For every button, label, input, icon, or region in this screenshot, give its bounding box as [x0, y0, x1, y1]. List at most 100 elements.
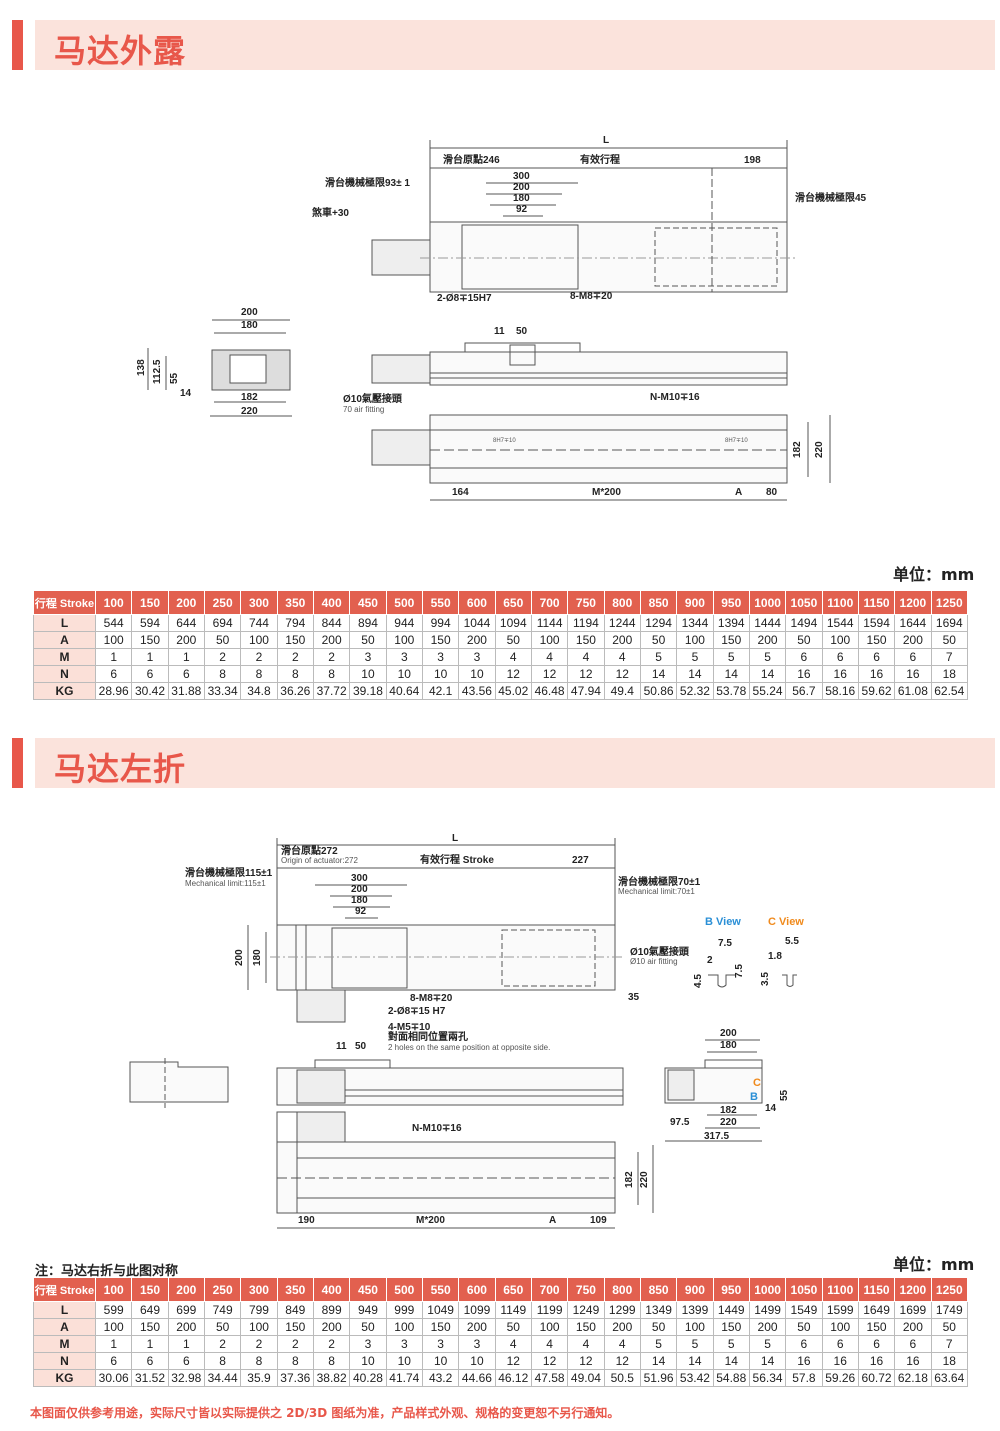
table-cell: 2 [276, 648, 314, 666]
column-header: 100 [94, 1277, 133, 1302]
column-header: 450 [349, 590, 387, 615]
table-cell: 100 [94, 631, 133, 649]
table-cell: 50.5 [603, 1369, 641, 1387]
end-200: 200 [720, 1028, 737, 1039]
column-header: 150 [131, 1277, 169, 1302]
table-cell: 3 [421, 648, 460, 666]
table-cell: 12 [530, 665, 569, 683]
table-cell: 6 [131, 665, 169, 683]
table-cell: 40.64 [385, 682, 423, 700]
table-cell: 1194 [567, 614, 605, 632]
table-cell: 200 [312, 631, 351, 649]
table-cell: 62.54 [930, 682, 969, 700]
table-cell: 1594 [857, 614, 896, 632]
table-cell: 2 [312, 1335, 351, 1353]
table-cell: 8 [240, 665, 278, 683]
table-cell: 8 [312, 665, 351, 683]
table-cell: 18 [930, 1352, 969, 1370]
table-cell: 3 [458, 1335, 496, 1353]
column-header: 1050 [785, 590, 823, 615]
bottom-m200: M*200 [592, 487, 621, 498]
table-cell: 63.64 [930, 1369, 969, 1387]
table-cell: 28.96 [94, 682, 133, 700]
table-cell: 32.98 [167, 1369, 205, 1387]
table-cell: 6 [94, 665, 133, 683]
column-header: 750 [567, 1277, 605, 1302]
dim-92: 92 [516, 204, 528, 215]
column-header: 1200 [894, 1277, 932, 1302]
table-cell: 4 [603, 1335, 641, 1353]
table-cell: 844 [312, 614, 351, 632]
dim-92: 92 [355, 906, 367, 917]
table-cell: 12 [567, 1352, 605, 1370]
end-55: 55 [169, 372, 180, 384]
mech-limit-left: 滑台機械極限93± 1 [325, 178, 410, 189]
table-cell: 200 [748, 631, 787, 649]
table-cell: 14 [639, 1352, 678, 1370]
side-50: 50 [516, 326, 528, 337]
table-cell: 6 [821, 648, 859, 666]
table-cell: 1544 [821, 614, 859, 632]
end-138: 138 [136, 359, 147, 376]
table-cell: 1144 [530, 614, 569, 632]
accent-bar [12, 20, 23, 70]
end-220: 220 [720, 1117, 737, 1128]
dim-stroke: 有效行程 [580, 155, 620, 166]
table-cell: 60.72 [857, 1369, 896, 1387]
table-cell: 1049 [421, 1301, 460, 1319]
bottom-109: 109 [590, 1215, 607, 1226]
table-cell: 50 [785, 631, 823, 649]
table-cell: 1349 [639, 1301, 678, 1319]
dim-35: 35 [628, 992, 640, 1003]
table-cell: 37.36 [276, 1369, 314, 1387]
table-cell: 1399 [676, 1301, 714, 1319]
end-112: 112.5 [152, 359, 163, 384]
table-cell: 200 [167, 631, 205, 649]
table-cell: 1294 [639, 614, 678, 632]
table-cell: 2 [203, 648, 242, 666]
table-cell: 10 [349, 665, 387, 683]
row-header: M [33, 648, 96, 666]
table-cell: 16 [821, 665, 859, 683]
table-cell: 50 [930, 631, 969, 649]
table-cell: 33.34 [203, 682, 242, 700]
origin-cn: 滑台原點272 [281, 846, 338, 857]
dim-origin: 滑台原點246 [443, 155, 500, 166]
table-cell: 1094 [494, 614, 532, 632]
table-cell: 2 [203, 1335, 242, 1353]
b-7-5: 7.5 [718, 938, 732, 949]
table-cell: 694 [203, 614, 242, 632]
table-cell: 200 [894, 631, 932, 649]
opposite-cn: 對面相同位置兩孔 [388, 1032, 468, 1043]
height-182: 182 [624, 1171, 635, 1188]
marker-c: C [753, 1077, 761, 1089]
column-header: 300 [240, 1277, 278, 1302]
mech-right-cn: 滑台機械極限70±1 [618, 877, 701, 888]
table-cell: 894 [349, 614, 387, 632]
table-cell: 200 [458, 631, 496, 649]
table-cell: 200 [603, 631, 641, 649]
column-header: 900 [676, 1277, 714, 1302]
table-cell: 31.88 [167, 682, 205, 700]
table-cell: 200 [748, 1318, 787, 1336]
end-14: 14 [765, 1103, 777, 1114]
end-180: 180 [720, 1040, 737, 1051]
table-cell: 5 [748, 1335, 787, 1353]
table-cell: 53.42 [676, 1369, 714, 1387]
table-cell: 5 [712, 1335, 750, 1353]
column-header: 250 [203, 1277, 242, 1302]
table-cell: 100 [240, 631, 278, 649]
table-cell: 37.72 [312, 682, 351, 700]
table-cell: 4 [530, 1335, 569, 1353]
c-5-5: 5.5 [785, 936, 799, 947]
mech-left-en: Mechanical limit:115±1 [185, 879, 266, 888]
table-cell: 150 [857, 631, 896, 649]
table-cell: 6 [894, 648, 932, 666]
section-header-motor-exposed: 马达外露 [12, 20, 995, 70]
column-header: 600 [458, 590, 496, 615]
header-band [35, 20, 995, 70]
